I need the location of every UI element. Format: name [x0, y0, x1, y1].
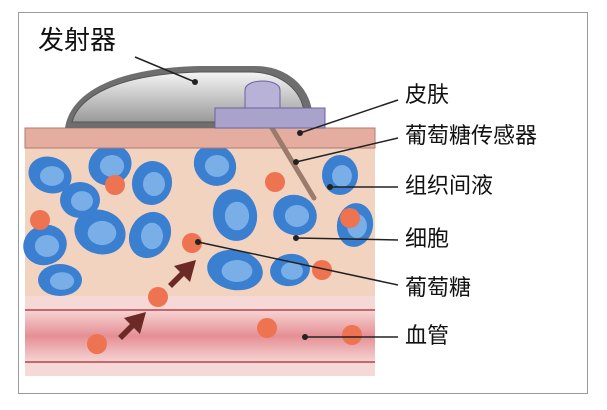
diagram-frame	[18, 12, 588, 394]
glucose-molecule	[87, 334, 107, 354]
glucose-molecule	[182, 233, 202, 253]
glucose-molecule	[342, 325, 362, 345]
transmitter-device	[65, 66, 326, 129]
cell-nucleus	[332, 165, 352, 187]
cell-nucleus	[204, 155, 230, 177]
label-blood-vessel: 血管	[405, 324, 450, 349]
glucose-molecule	[312, 260, 332, 280]
cell-nucleus	[39, 166, 65, 186]
glucose-molecule	[340, 208, 360, 228]
label-skin: 皮肤	[405, 83, 450, 108]
cell-nucleus	[71, 191, 93, 211]
label-glucose: 葡萄糖	[405, 276, 472, 301]
cell-nucleus	[284, 205, 310, 227]
cell-nucleus	[141, 222, 163, 250]
cell-nucleus	[34, 235, 60, 257]
glucose-molecule	[105, 175, 125, 195]
cell-nucleus	[49, 272, 75, 290]
glucose-molecule	[30, 210, 50, 230]
label-interstitial-fluid: 组织间液	[405, 174, 494, 199]
glucose-molecules	[30, 172, 360, 280]
cell-nucleus	[224, 201, 250, 231]
cell-nucleus	[87, 220, 117, 246]
label-cell: 细胞	[405, 227, 450, 252]
label-glucose-sensor: 葡萄糖传感器	[405, 124, 538, 149]
cell-nucleus	[281, 262, 303, 280]
glucose-molecule	[265, 172, 285, 192]
skin-layer	[24, 127, 376, 149]
blood-vessel-lumen	[25, 310, 375, 362]
glucose-molecule	[257, 318, 277, 338]
glucose-molecule	[148, 287, 168, 307]
cell-nucleus	[221, 260, 253, 282]
sensor-filament	[269, 125, 317, 201]
label-transmitter: 发射器	[38, 26, 117, 56]
leader-lines	[134, 56, 399, 338]
cell-nucleus	[99, 155, 125, 177]
diffusion-arrows	[118, 260, 196, 340]
cell-nucleus	[143, 171, 165, 197]
